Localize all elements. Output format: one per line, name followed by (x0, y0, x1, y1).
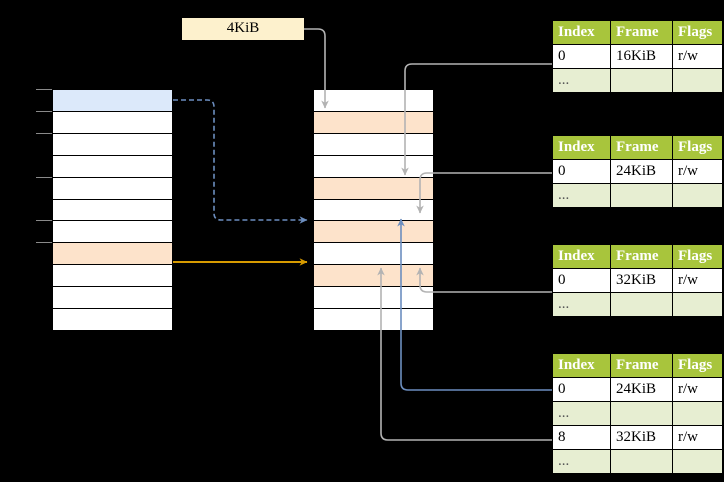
virtual-address-space-column (52, 89, 173, 331)
address-tick-7 (36, 242, 52, 244)
virtual-page-row-8 (52, 264, 173, 288)
physical-frame-row-0 (313, 89, 434, 112)
cell-index: ... (552, 292, 611, 317)
column-header-flags: Flags (672, 244, 723, 269)
table-row: ... (552, 449, 723, 474)
cell-index: 8 (552, 425, 611, 450)
virtual-page-row-7 (52, 242, 173, 266)
column-header-flags: Flags (672, 20, 723, 45)
cell-frame (610, 292, 673, 317)
column-header-flags: Flags (672, 353, 723, 378)
column-header-index: Index (552, 244, 611, 269)
table-row: ... (552, 183, 723, 208)
highlighted-value: 24KiB (616, 381, 657, 397)
cell-flags (672, 449, 723, 474)
cell-flags: r/w (672, 377, 723, 402)
physical-frame-row-10 (313, 308, 434, 331)
cell-flags (672, 401, 723, 426)
physical-frame-row-8 (313, 264, 434, 288)
cell-index: ... (552, 68, 611, 93)
address-tick-4 (36, 176, 52, 178)
virtual-page-row-10 (52, 308, 173, 331)
highlighted-value: r/w (678, 381, 698, 397)
cell-index: ... (552, 449, 611, 474)
cell-frame (610, 449, 673, 474)
cell-flags: r/w (672, 268, 723, 293)
address-tick-6 (36, 220, 52, 222)
table-row: ... (552, 292, 723, 317)
physical-frame-row-1 (313, 110, 434, 134)
physical-frame-row-6 (313, 220, 434, 244)
cell-index: ... (552, 401, 611, 426)
table-row: ... (552, 68, 723, 93)
cell-flags (672, 292, 723, 317)
cell-flags (672, 68, 723, 93)
physical-frame-row-4 (313, 176, 434, 200)
column-header-index: Index (552, 353, 611, 378)
column-header-frame: Frame (610, 20, 673, 45)
cell-frame: 16KiB (610, 44, 673, 69)
address-tick-1 (36, 110, 52, 112)
virtual-page-row-1 (52, 110, 173, 134)
virtual-page-row-5 (52, 198, 173, 222)
table-row: ... (552, 401, 723, 426)
page-size-label: 4KiB (182, 18, 304, 40)
virtual-page-row-2 (52, 132, 173, 156)
cell-frame (610, 68, 673, 93)
cell-frame (610, 401, 673, 426)
virtual-page-row-4 (52, 176, 173, 200)
column-header-index: Index (552, 20, 611, 45)
cell-index: 0 (552, 377, 611, 402)
column-header-frame: Frame (610, 244, 673, 269)
physical-frame-row-5 (313, 198, 434, 222)
physical-memory-column (313, 89, 434, 331)
table-row: 0 24KiB r/w (552, 377, 723, 402)
cell-frame (610, 183, 673, 208)
cell-frame: 24KiB (610, 377, 673, 402)
address-tick-0 (36, 89, 52, 90)
column-header-frame: Frame (610, 353, 673, 378)
column-header-flags: Flags (672, 135, 723, 160)
physical-frame-row-9 (313, 286, 434, 310)
column-header-frame: Frame (610, 135, 673, 160)
column-header-index: Index (552, 135, 611, 160)
cell-frame: 32KiB (610, 268, 673, 293)
physical-frame-row-3 (313, 154, 434, 178)
cell-index: 0 (552, 159, 611, 184)
address-tick-2 (36, 132, 52, 134)
cell-index: ... (552, 183, 611, 208)
cell-flags (672, 183, 723, 208)
virtual-page-row-9 (52, 286, 173, 310)
cell-flags: r/w (672, 44, 723, 69)
cell-flags: r/w (672, 159, 723, 184)
virtual-page-row-3 (52, 154, 173, 178)
highlighted-value: 0 (558, 381, 566, 397)
physical-frame-row-7 (313, 242, 434, 266)
cell-frame: 24KiB (610, 159, 673, 184)
virtual-page-row-6 (52, 220, 173, 244)
virtual-page-row-0 (52, 89, 173, 112)
cell-index: 0 (552, 44, 611, 69)
cell-index: 0 (552, 268, 611, 293)
physical-frame-row-2 (313, 132, 434, 156)
cell-flags: r/w (672, 425, 723, 450)
cell-frame: 32KiB (610, 425, 673, 450)
